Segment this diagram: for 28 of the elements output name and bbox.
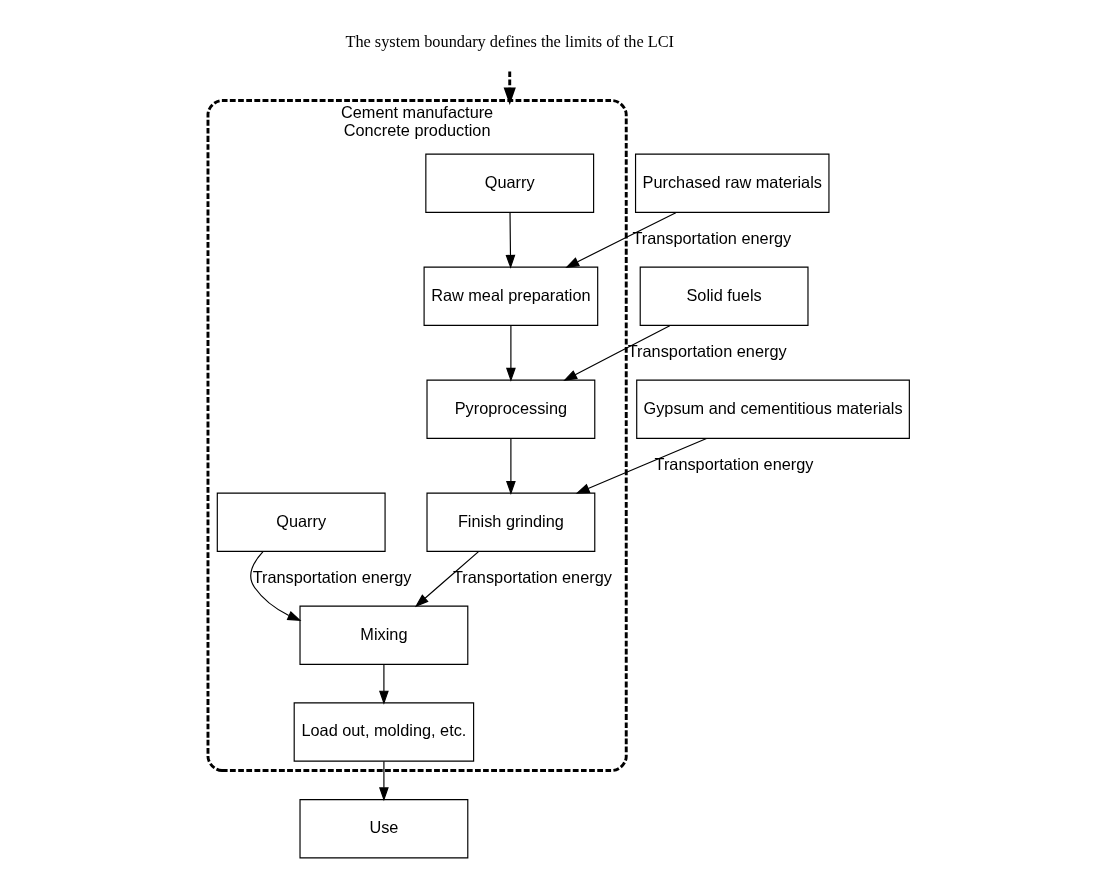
arrow	[575, 437, 708, 494]
node-box: Raw meal preparation	[423, 266, 599, 326]
arrow	[379, 760, 389, 802]
node-text: The system boundary defines the limits of the LCI	[345, 31, 675, 51]
node-box: Purchased raw materials	[634, 153, 830, 213]
arrow	[503, 71, 516, 105]
arrow	[379, 664, 389, 705]
node-box: Quarry	[425, 153, 595, 213]
node-box: Load out, molding, etc.	[293, 702, 475, 762]
arrow	[563, 325, 671, 381]
arrow	[414, 551, 480, 608]
node-box: Use	[299, 799, 469, 859]
arrow	[565, 212, 677, 268]
arrow	[505, 212, 516, 269]
node-box: Pyroprocessing	[426, 379, 596, 439]
node-box: Solid fuels	[639, 266, 809, 326]
node-box: Gypsum and cementitious materials	[636, 379, 910, 439]
arrow	[506, 438, 516, 495]
edge-label: Transportation energy	[627, 342, 787, 361]
node-box: Finish grinding	[426, 492, 596, 552]
node-box: Quarry	[216, 492, 386, 552]
edge-label: Transportation energy	[453, 568, 612, 587]
edge-label: Transportation energy	[632, 229, 792, 248]
arrow	[506, 325, 516, 382]
edge-label: Transportation energy	[654, 455, 814, 474]
arrow	[250, 551, 302, 622]
edge-label: Transportation energy	[252, 568, 412, 587]
node-box: Mixing	[299, 605, 469, 665]
